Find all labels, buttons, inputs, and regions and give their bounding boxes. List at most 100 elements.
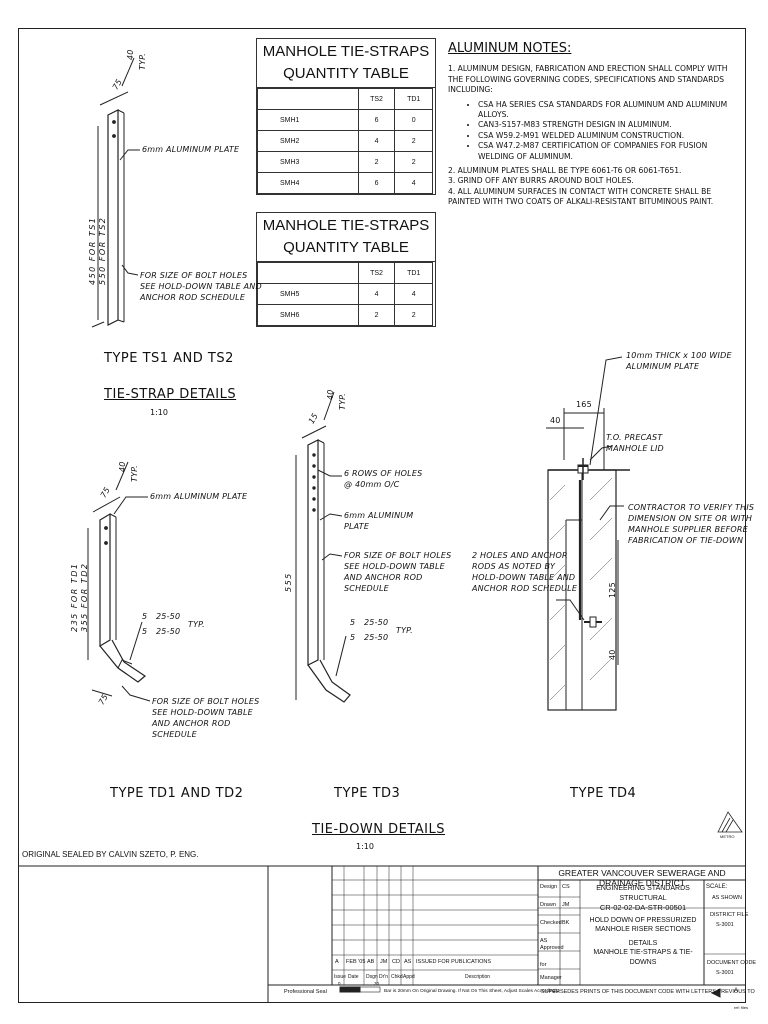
ts-bolt-line: FOR SIZE OF BOLT HOLES <box>140 271 248 280</box>
rev-header-appd: Appd <box>403 974 415 980</box>
rev-date: FEB '05 <box>346 959 366 965</box>
original-seal-note: ORIGINAL SEALED BY CALVIN SZETO, P. ENG. <box>22 850 199 859</box>
td12-plate-label: 6mm ALUMINUM PLATE <box>150 492 248 501</box>
tb-doccode-value: S-3001 <box>716 970 734 976</box>
td4-holes-line: ANCHOR ROD SCHEDULE <box>472 584 578 593</box>
tb-approved-label: Approved <box>540 945 564 951</box>
tb-design-value: CS <box>562 884 570 890</box>
table-cell: 2 <box>357 151 396 173</box>
td3-plate-line: 6mm ALUMINUM <box>344 511 414 520</box>
ts-bolt-note: FOR SIZE OF BOLT HOLES SEE HOLD-DOWN TAB… <box>140 270 262 303</box>
note-3: 3. GRIND OFF ANY BURRS AROUND BOLT HOLES… <box>448 176 634 186</box>
table-cell: SMH3 <box>257 151 359 173</box>
table-row: SMH2 4 2 <box>257 130 433 152</box>
td4-plate-line: ALUMINUM PLATE <box>626 362 700 371</box>
td4-type-label: TYPE TD4 <box>570 786 637 801</box>
td4-dim-165: 165 <box>576 400 592 409</box>
table-cell: SMH6 <box>257 304 359 326</box>
ts-plate-drawing <box>91 57 140 328</box>
tb-std-line: STRUCTURAL <box>619 894 667 902</box>
td4-lid-line: T.O. PRECAST <box>606 433 663 442</box>
td3-weld-a: 25-50 <box>364 618 389 627</box>
table-cell: SMH2 <box>257 130 359 152</box>
table-header-cell: TD1 <box>394 262 433 284</box>
table-row: SMH5 4 4 <box>257 283 433 305</box>
table-row: SMH3 2 2 <box>257 151 433 173</box>
tb-supersedes-value: A <box>734 988 739 994</box>
note-4: 4. ALL ALUMINUM SURFACES IN CONTACT WITH… <box>448 186 714 207</box>
metro-logo <box>717 811 743 833</box>
table-cell: SMH4 <box>257 172 359 194</box>
tb-desc-line: MANHOLE TIE-STRAPS & TIE-DOWNS <box>593 949 693 966</box>
note-bullet: CSA W47.2-M87 CERTIFICATION OF COMPANIES… <box>478 141 733 162</box>
rev-description: ISSUED FOR PUBLICATIONS <box>416 959 492 965</box>
td12-dim-vert-1: 235 FOR TD1 <box>70 562 79 632</box>
table-row: SMH1 6 0 <box>257 109 433 131</box>
rev-header-dsgn: Dsgn <box>366 974 378 980</box>
td3-dim-555: 555 <box>284 572 293 592</box>
td4-dim-40: 40 <box>550 416 561 425</box>
tb-approved-value: AS <box>540 938 548 944</box>
td4-holes-note: 2 HOLES AND ANCHOR RODS AS NOTED BY HOLD… <box>472 550 577 594</box>
td3-bolt-line: AND ANCHOR ROD <box>344 573 423 582</box>
note-bullet: CSA W59.2-M91 WELDED ALUMINUM CONSTRUCTI… <box>478 131 733 141</box>
td12-plate-drawing <box>87 461 151 702</box>
table-header-cell: TD1 <box>394 88 433 110</box>
td3-bolt-line: FOR SIZE OF BOLT HOLES <box>344 551 452 560</box>
td12-bolt-note: FOR SIZE OF BOLT HOLES SEE HOLD-DOWN TAB… <box>152 696 259 740</box>
td12-bolt-line: SCHEDULE <box>152 730 197 739</box>
rev-appd: AS <box>404 959 412 965</box>
table-cell: 6 <box>357 109 396 131</box>
td4-plate-note: 10mm THICK x 100 WIDE ALUMINUM PLATE <box>626 350 732 372</box>
td4-dim-40b: 40 <box>608 649 617 660</box>
table-cell: 2 <box>357 304 396 326</box>
ts-plate-label: 6mm ALUMINUM PLATE <box>142 145 240 154</box>
td12-bolt-line: FOR SIZE OF BOLT HOLES <box>152 697 260 706</box>
tb-district: GREATER VANCOUVER SEWERAGE AND DRAINAGE … <box>558 868 726 888</box>
tie-down-details-title: TIE-DOWN DETAILS <box>312 822 446 837</box>
tb-description: ENGINEERING STANDARDS STRUCTURAL CR-02-0… <box>582 884 704 967</box>
table-cell: 4 <box>357 283 396 305</box>
table-cell: 2 <box>394 304 433 326</box>
td3-plate-line: PLATE <box>344 522 370 531</box>
table2-title-line2: QUANTITY TABLE <box>283 239 409 256</box>
td12-weld-a: 25-50 <box>156 612 181 621</box>
td12-bolt-line: AND ANCHOR ROD <box>152 719 231 728</box>
td4-contractor-line: FABRICATION OF TIE-DOWN <box>628 536 744 545</box>
table-cell: SMH5 <box>257 283 359 305</box>
ts-type-label: TYPE TS1 AND TS2 <box>104 351 234 366</box>
corner-ref: ref: files <box>734 1005 749 1010</box>
td3-weld-5b: 5 <box>350 633 356 642</box>
td12-type-label: TYPE TD1 AND TD2 <box>110 786 244 801</box>
tb-desc-line: MANHOLE RISER SECTIONS <box>595 926 691 933</box>
table-header-cell <box>257 262 359 284</box>
td12-dim-typ: TYP. <box>130 465 139 482</box>
td3-rows-line: 6 ROWS OF HOLES <box>344 469 423 478</box>
td12-weld-b: 25-50 <box>156 627 181 636</box>
tb-supersedes: SUPERSEDES PRINTS OF THIS DOCUMENT CODE … <box>541 989 755 995</box>
td3-bolt-line: SEE HOLD-DOWN TABLE <box>344 562 445 571</box>
tb-checked-value: BK <box>562 920 570 926</box>
tb-docno: CR-02-02-DA-STR-00501 <box>599 903 687 912</box>
td4-holes-line: RODS AS NOTED BY <box>472 562 556 571</box>
table-cell: 2 <box>394 130 433 152</box>
td3-rows-note: 6 ROWS OF HOLES @ 40mm O/C <box>344 468 422 490</box>
tb-std-line: ENGINEERING STANDARDS <box>596 885 690 892</box>
tie-strap-details-title: TIE-STRAP DETAILS <box>104 387 237 402</box>
td12-weld-5b: 5 <box>142 627 148 636</box>
td4-contractor-line: MANHOLE SUPPLIER BEFORE <box>628 525 748 534</box>
table1-title-line1: MANHOLE TIE-STRAPS <box>262 43 430 60</box>
td3-weld-b: 25-50 <box>364 633 389 642</box>
td3-type-label: TYPE TD3 <box>334 786 401 801</box>
tb-distfile-label: DISTRICT FILE <box>710 912 749 918</box>
table-header-row: TS2 TD1 <box>257 88 433 110</box>
td4-lid-note: T.O. PRECAST MANHOLE LID <box>606 432 664 454</box>
rev-dsgn: AB <box>367 959 375 965</box>
table2-title-line1: MANHOLE TIE-STRAPS <box>262 217 430 234</box>
td4-dim-125: 125 <box>608 582 617 598</box>
tb-checked-label: Checked <box>540 920 562 926</box>
tb-scale-label: SCALE: <box>706 884 728 890</box>
tie-down-scale: 1:10 <box>356 842 374 851</box>
td4-holes-line: HOLD-DOWN TABLE AND <box>472 573 576 582</box>
